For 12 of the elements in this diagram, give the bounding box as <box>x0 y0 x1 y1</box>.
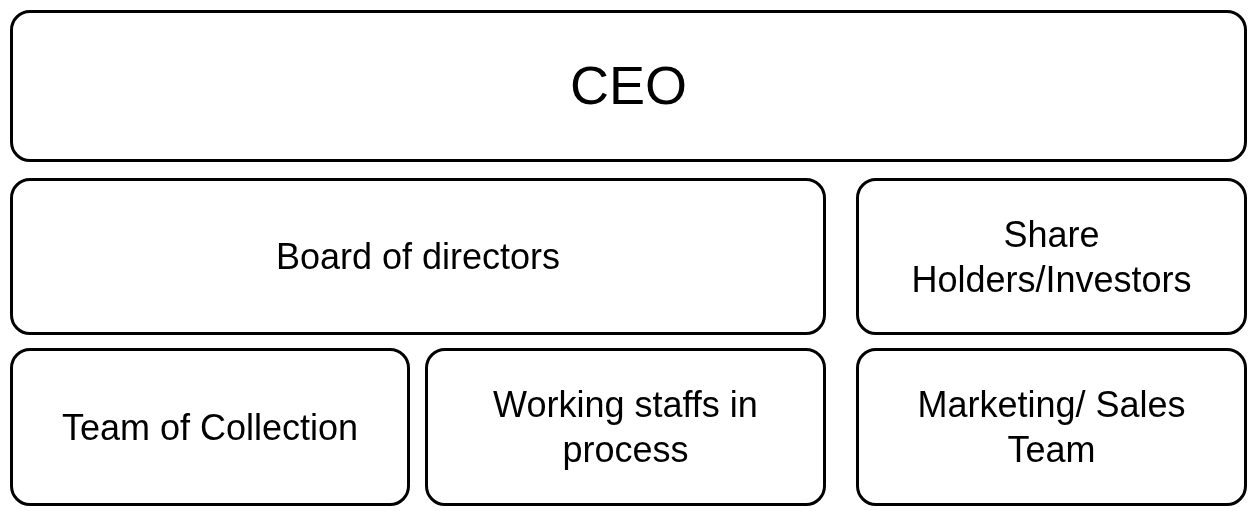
org-box <box>10 10 1247 162</box>
org-box <box>10 178 826 335</box>
org-box <box>856 348 1247 506</box>
box-label: Team of Collection <box>61 405 359 450</box>
org-box <box>10 348 410 506</box>
box-label: Marketing/ Sales Team <box>916 383 1187 472</box>
box-label: Share Holders/Investors <box>910 212 1193 302</box>
org-box <box>856 178 1247 335</box>
org-box <box>425 348 826 506</box>
box-label: CEO <box>570 54 687 118</box>
box-label: Board of directors <box>275 235 561 279</box>
box-label: Working staffs in process <box>492 383 759 472</box>
